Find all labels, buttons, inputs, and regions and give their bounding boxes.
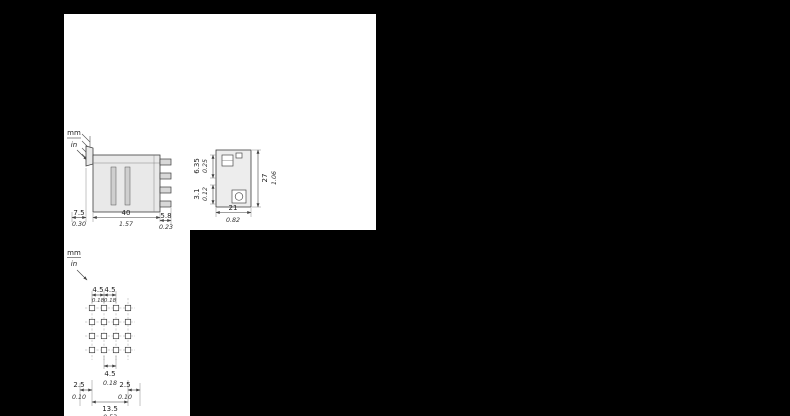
pad-hole xyxy=(100,332,108,340)
snap-clip xyxy=(85,145,94,167)
test-button xyxy=(234,192,244,201)
dim-overall-mm: 13.5 xyxy=(102,405,118,413)
dim-upper-terminal-in: 0.25 xyxy=(202,159,209,173)
dim-lower-terminal-in: 0.12 xyxy=(202,187,209,201)
units-legend: mm in xyxy=(67,249,88,281)
terminal-pin xyxy=(159,158,172,166)
vent-slot xyxy=(124,166,131,206)
side-view xyxy=(92,154,172,213)
dim-margin-left-in: 0.10 xyxy=(72,394,86,401)
units-in-label: in xyxy=(71,141,77,149)
drawing-panel-device: mm in xyxy=(64,14,376,230)
drawing-panel-mounting-plan: mm in xyxy=(64,230,190,416)
dim-height-in: 1.06 xyxy=(271,171,278,185)
dim-pitch-left-mm: 4.5 xyxy=(92,286,103,294)
dim-depth-mm: 40 xyxy=(122,209,131,217)
dim-depth-in: 1.57 xyxy=(119,221,133,228)
top-pitch-dimensions: 4.5 4.5 0.18 0.18 xyxy=(91,286,117,304)
dim-pitch-bottom-mm: 4.5 xyxy=(104,370,115,378)
mounting-surface xyxy=(81,133,94,167)
units-mm-label: mm xyxy=(67,249,81,257)
dim-margin-left-mm: 2.5 xyxy=(73,381,84,389)
units-mm-label: mm xyxy=(67,129,81,137)
pad-hole xyxy=(124,318,132,326)
dim-pitch-right-in: 0.18 xyxy=(104,298,117,304)
pad-hole xyxy=(112,304,120,312)
pad-hole xyxy=(112,346,120,354)
dim-clip-mm: 7.5 xyxy=(73,209,84,217)
pad-hole xyxy=(124,304,132,312)
dim-width-in: 0.82 xyxy=(226,217,240,224)
pad-hole xyxy=(112,332,120,340)
pad-hole xyxy=(88,332,96,340)
pad-hole xyxy=(124,332,132,340)
dim-clip-in: 0.30 xyxy=(72,221,86,228)
pad-hole xyxy=(88,346,96,354)
units-in-label: in xyxy=(71,260,77,268)
dim-upper-terminal-mm: 6.35 xyxy=(193,158,201,174)
pad-hole xyxy=(112,318,120,326)
dim-pin-mm: 5.8 xyxy=(160,212,171,220)
dim-pitch-bottom-in: 0.18 xyxy=(103,380,117,387)
pad-hole xyxy=(124,346,132,354)
units-legend: mm in xyxy=(67,129,88,161)
hole-grid xyxy=(88,304,132,354)
dim-overall-in: 0.53 xyxy=(103,414,117,416)
margin-dimensions: 2.5 0.10 2.5 0.10 13.5 0.53 xyxy=(72,380,141,416)
pad-hole xyxy=(100,346,108,354)
units-leader-arrow-icon xyxy=(76,149,88,161)
terminal-pin xyxy=(159,172,172,180)
pad-hole xyxy=(100,318,108,326)
terminal-pin xyxy=(159,200,172,208)
units-leader-arrow-icon xyxy=(76,269,88,281)
dim-pitch-right-mm: 4.5 xyxy=(104,286,115,294)
vent-slot xyxy=(110,166,117,206)
terminal-pin xyxy=(159,186,172,194)
dim-width-mm: 21 xyxy=(229,204,238,212)
front-view xyxy=(215,149,252,208)
side-view-dimensions: 7.5 0.30 40 1.57 5.8 0.23 xyxy=(71,168,173,230)
bottom-pitch-dimension: 4.5 0.18 xyxy=(103,356,117,387)
front-view-dimensions: 21 0.82 27 1.06 6.35 0.25 3.1 0.12 xyxy=(193,149,278,224)
dim-pitch-left-in: 0.18 xyxy=(92,298,105,304)
pad-hole xyxy=(88,318,96,326)
device-dimension-drawing: mm in xyxy=(67,129,278,230)
dim-lower-terminal-mm: 3.1 xyxy=(193,188,201,199)
marker-tab xyxy=(235,152,243,159)
dim-height-mm: 27 xyxy=(261,174,269,183)
pad-hole xyxy=(100,304,108,312)
dim-pin-in: 0.23 xyxy=(159,224,173,230)
dim-margin-right-mm: 2.5 xyxy=(119,381,130,389)
dim-margin-right-in: 0.10 xyxy=(118,394,132,401)
hatch-stroke xyxy=(81,133,91,143)
mounting-plan-drawing: mm in xyxy=(67,249,141,416)
pad-hole xyxy=(88,304,96,312)
